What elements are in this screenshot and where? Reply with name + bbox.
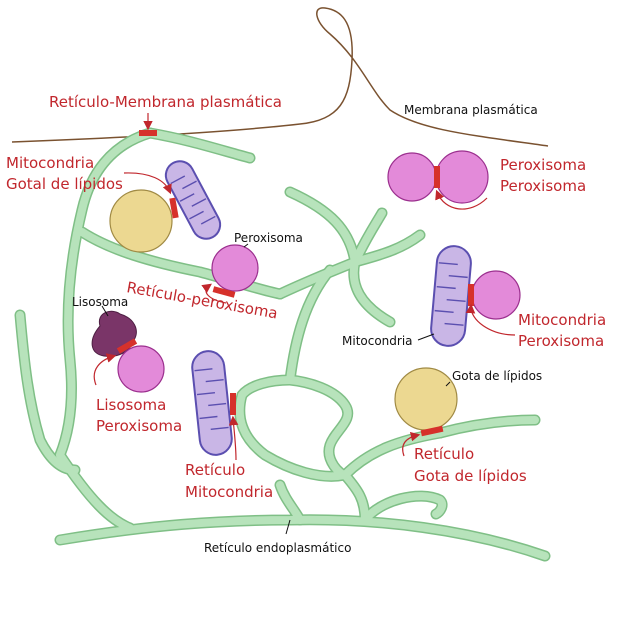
mitochondrion-right: [430, 245, 472, 347]
label-er-mito-line1: Retículo: [185, 461, 245, 479]
leader-lines: [101, 243, 451, 535]
label-mito-lipid-line2: Gotal de lípidos: [6, 175, 123, 193]
contact-site-er-lipid: [420, 425, 444, 437]
label-er-lipid-line1: Retículo: [414, 445, 474, 463]
label-lys-perox-line2: Peroxisoma: [96, 417, 182, 435]
peroxisome-er: [211, 244, 259, 292]
arrow-mito-peroxisome: [465, 303, 516, 336]
lipid-droplet-right: [394, 367, 458, 431]
peroxisome-right: [471, 270, 521, 320]
label-er-membrane-contact: Retículo-Membrana plasmática: [49, 93, 282, 111]
leader-lysosome: [101, 305, 109, 317]
leader-er: [285, 519, 291, 535]
leader-peroxisome: [243, 243, 249, 248]
leader-mitochondrion: [417, 333, 435, 341]
label-mito-lipid-line1: Mitocondria: [6, 154, 94, 172]
arrow-er-peroxisome: [201, 283, 227, 304]
peroxisome-pair-left: [387, 152, 437, 202]
peroxisome-pair-right: [435, 150, 489, 204]
label-endoplasmic-reticulum: Retículo endoplasmático: [204, 541, 351, 555]
label-perox-perox-line1: Peroxisoma: [500, 156, 586, 174]
contact-site-er-membrane: [139, 130, 157, 136]
label-perox-perox-line2: Peroxisoma: [500, 177, 586, 195]
leader-lipid-droplet: [445, 381, 451, 387]
label-mitochondrion: Mitocondria: [342, 334, 413, 348]
endoplasmic-reticulum: [14, 127, 551, 562]
peroxisome-lysosome: [117, 345, 165, 393]
label-peroxisome: Peroxisoma: [234, 231, 303, 245]
label-mito-perox-line2: Peroxisoma: [518, 332, 604, 350]
contact-site-mito-peroxisome: [468, 284, 474, 306]
arrow-mito-lipid: [123, 172, 172, 195]
contact-site-peroxisome-peroxisome: [434, 166, 440, 188]
contact-site-mito-lipid: [169, 197, 179, 219]
arrow-lysosome-peroxisome: [93, 353, 117, 386]
plasma-membrane: [11, 7, 549, 147]
label-lys-perox-line1: Lisosoma: [96, 396, 166, 414]
contact-site-lysosome-peroxisome: [116, 338, 138, 354]
arrow-peroxisome-peroxisome: [435, 189, 488, 210]
label-mito-perox-line1: Mitocondria: [518, 311, 606, 329]
mitochondrion-center: [191, 350, 233, 456]
label-er-lipid-line2: Gota de lípidos: [414, 467, 527, 485]
lipid-droplet-left: [109, 189, 173, 253]
label-lysosome: Lisosoma: [72, 295, 128, 309]
arrow-er-mitochondrion: [228, 415, 239, 461]
contact-site-er-peroxisome: [212, 286, 236, 298]
contact-site-er-mitochondrion: [230, 393, 236, 415]
label-er-mito-line2: Mitocondria: [185, 483, 273, 501]
red-arrows: [93, 113, 516, 461]
label-lipid-droplet: Gota de lípidos: [452, 369, 542, 383]
mitochondrion-top: [164, 160, 222, 240]
label-plasma-membrane: Membrana plasmática: [404, 103, 538, 117]
arrow-er-lipid: [402, 431, 421, 457]
